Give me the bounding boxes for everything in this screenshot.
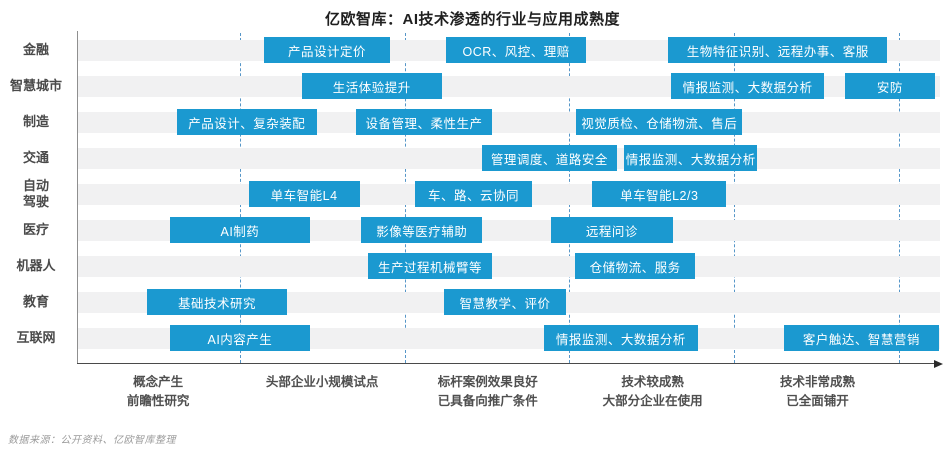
stage-label: 概念产生 前瞻性研究 bbox=[126, 375, 190, 409]
row-label-industry: 交通 bbox=[22, 150, 49, 165]
application-box: 基础技术研究 bbox=[146, 289, 288, 315]
application-box: 产品设计、复杂装配 bbox=[176, 109, 317, 135]
application-box: OCR、风控、理赔 bbox=[445, 37, 587, 63]
application-box: 视觉质检、仓储物流、售后 bbox=[576, 109, 743, 135]
row-label-industry: 互联网 bbox=[16, 330, 56, 345]
row-strip bbox=[78, 256, 940, 277]
application-box: 情报监测、大数据分析 bbox=[624, 145, 758, 171]
application-box: 单车智能L2/3 bbox=[592, 181, 727, 207]
application-box: 产品设计定价 bbox=[264, 37, 390, 63]
row-label-industry: 医疗 bbox=[22, 222, 49, 237]
data-source-note: 数据来源：公开资料、亿欧智库整理 bbox=[8, 435, 176, 446]
row-label-industry: 教育 bbox=[22, 294, 49, 309]
application-box: 客户触达、智慧营销 bbox=[783, 325, 939, 351]
application-box: 智慧教学、评价 bbox=[444, 289, 566, 315]
application-box: AI制药 bbox=[170, 217, 310, 243]
x-axis-line bbox=[77, 363, 935, 364]
row-label-industry: 金融 bbox=[22, 42, 49, 57]
application-box: 管理调度、道路安全 bbox=[482, 145, 617, 171]
application-box: 车、路、云协同 bbox=[414, 181, 533, 207]
application-box: 生活体验提升 bbox=[301, 73, 442, 99]
application-box: 远程问诊 bbox=[551, 217, 673, 243]
application-box: 单车智能L4 bbox=[248, 181, 360, 207]
application-box: 影像等医疗辅助 bbox=[361, 217, 483, 243]
application-box: AI内容产生 bbox=[170, 325, 310, 351]
stage-label: 标杆案例效果良好 已具备向推广条件 bbox=[437, 375, 538, 409]
application-box: 情报监测、大数据分析 bbox=[670, 73, 825, 99]
application-box: 设备管理、柔性生产 bbox=[356, 109, 492, 135]
chart-title: 亿欧智库：AI技术渗透的行业与应用成熟度 bbox=[324, 11, 620, 28]
application-box: 仓储物流、服务 bbox=[575, 253, 696, 279]
row-label-industry: 制造 bbox=[22, 114, 49, 129]
application-box: 安防 bbox=[845, 73, 935, 99]
application-box: 生产过程机械臂等 bbox=[368, 253, 492, 279]
stage-label-band: 概念产生 前瞻性研究 头部企业小规模试点 标杆案例效果良好 已具备向推广条件 技术较成… bbox=[77, 370, 940, 418]
application-box: 生物特征识别、远程办事、客服 bbox=[668, 37, 888, 63]
stage-label: 技术非常成熟 已全面铺开 bbox=[779, 375, 855, 409]
stage-label: 头部企业小规模试点 bbox=[265, 375, 379, 389]
stage-label: 技术较成熟 大部分企业在使用 bbox=[602, 375, 703, 409]
row-label-industry: 机器人 bbox=[16, 258, 56, 273]
application-box: 情报监测、大数据分析 bbox=[544, 325, 698, 351]
row-label-industry: 智慧城市 bbox=[9, 78, 62, 93]
row-label-industry: 自动 驾驶 bbox=[22, 177, 49, 209]
chart-area: 金融 产品设计定价 OCR、风控、理赔 生物特征识别、远程办事、客服智慧城市 生活体验提… bbox=[0, 30, 945, 368]
x-axis-arrow-icon bbox=[934, 360, 943, 368]
y-axis-line bbox=[77, 31, 78, 363]
